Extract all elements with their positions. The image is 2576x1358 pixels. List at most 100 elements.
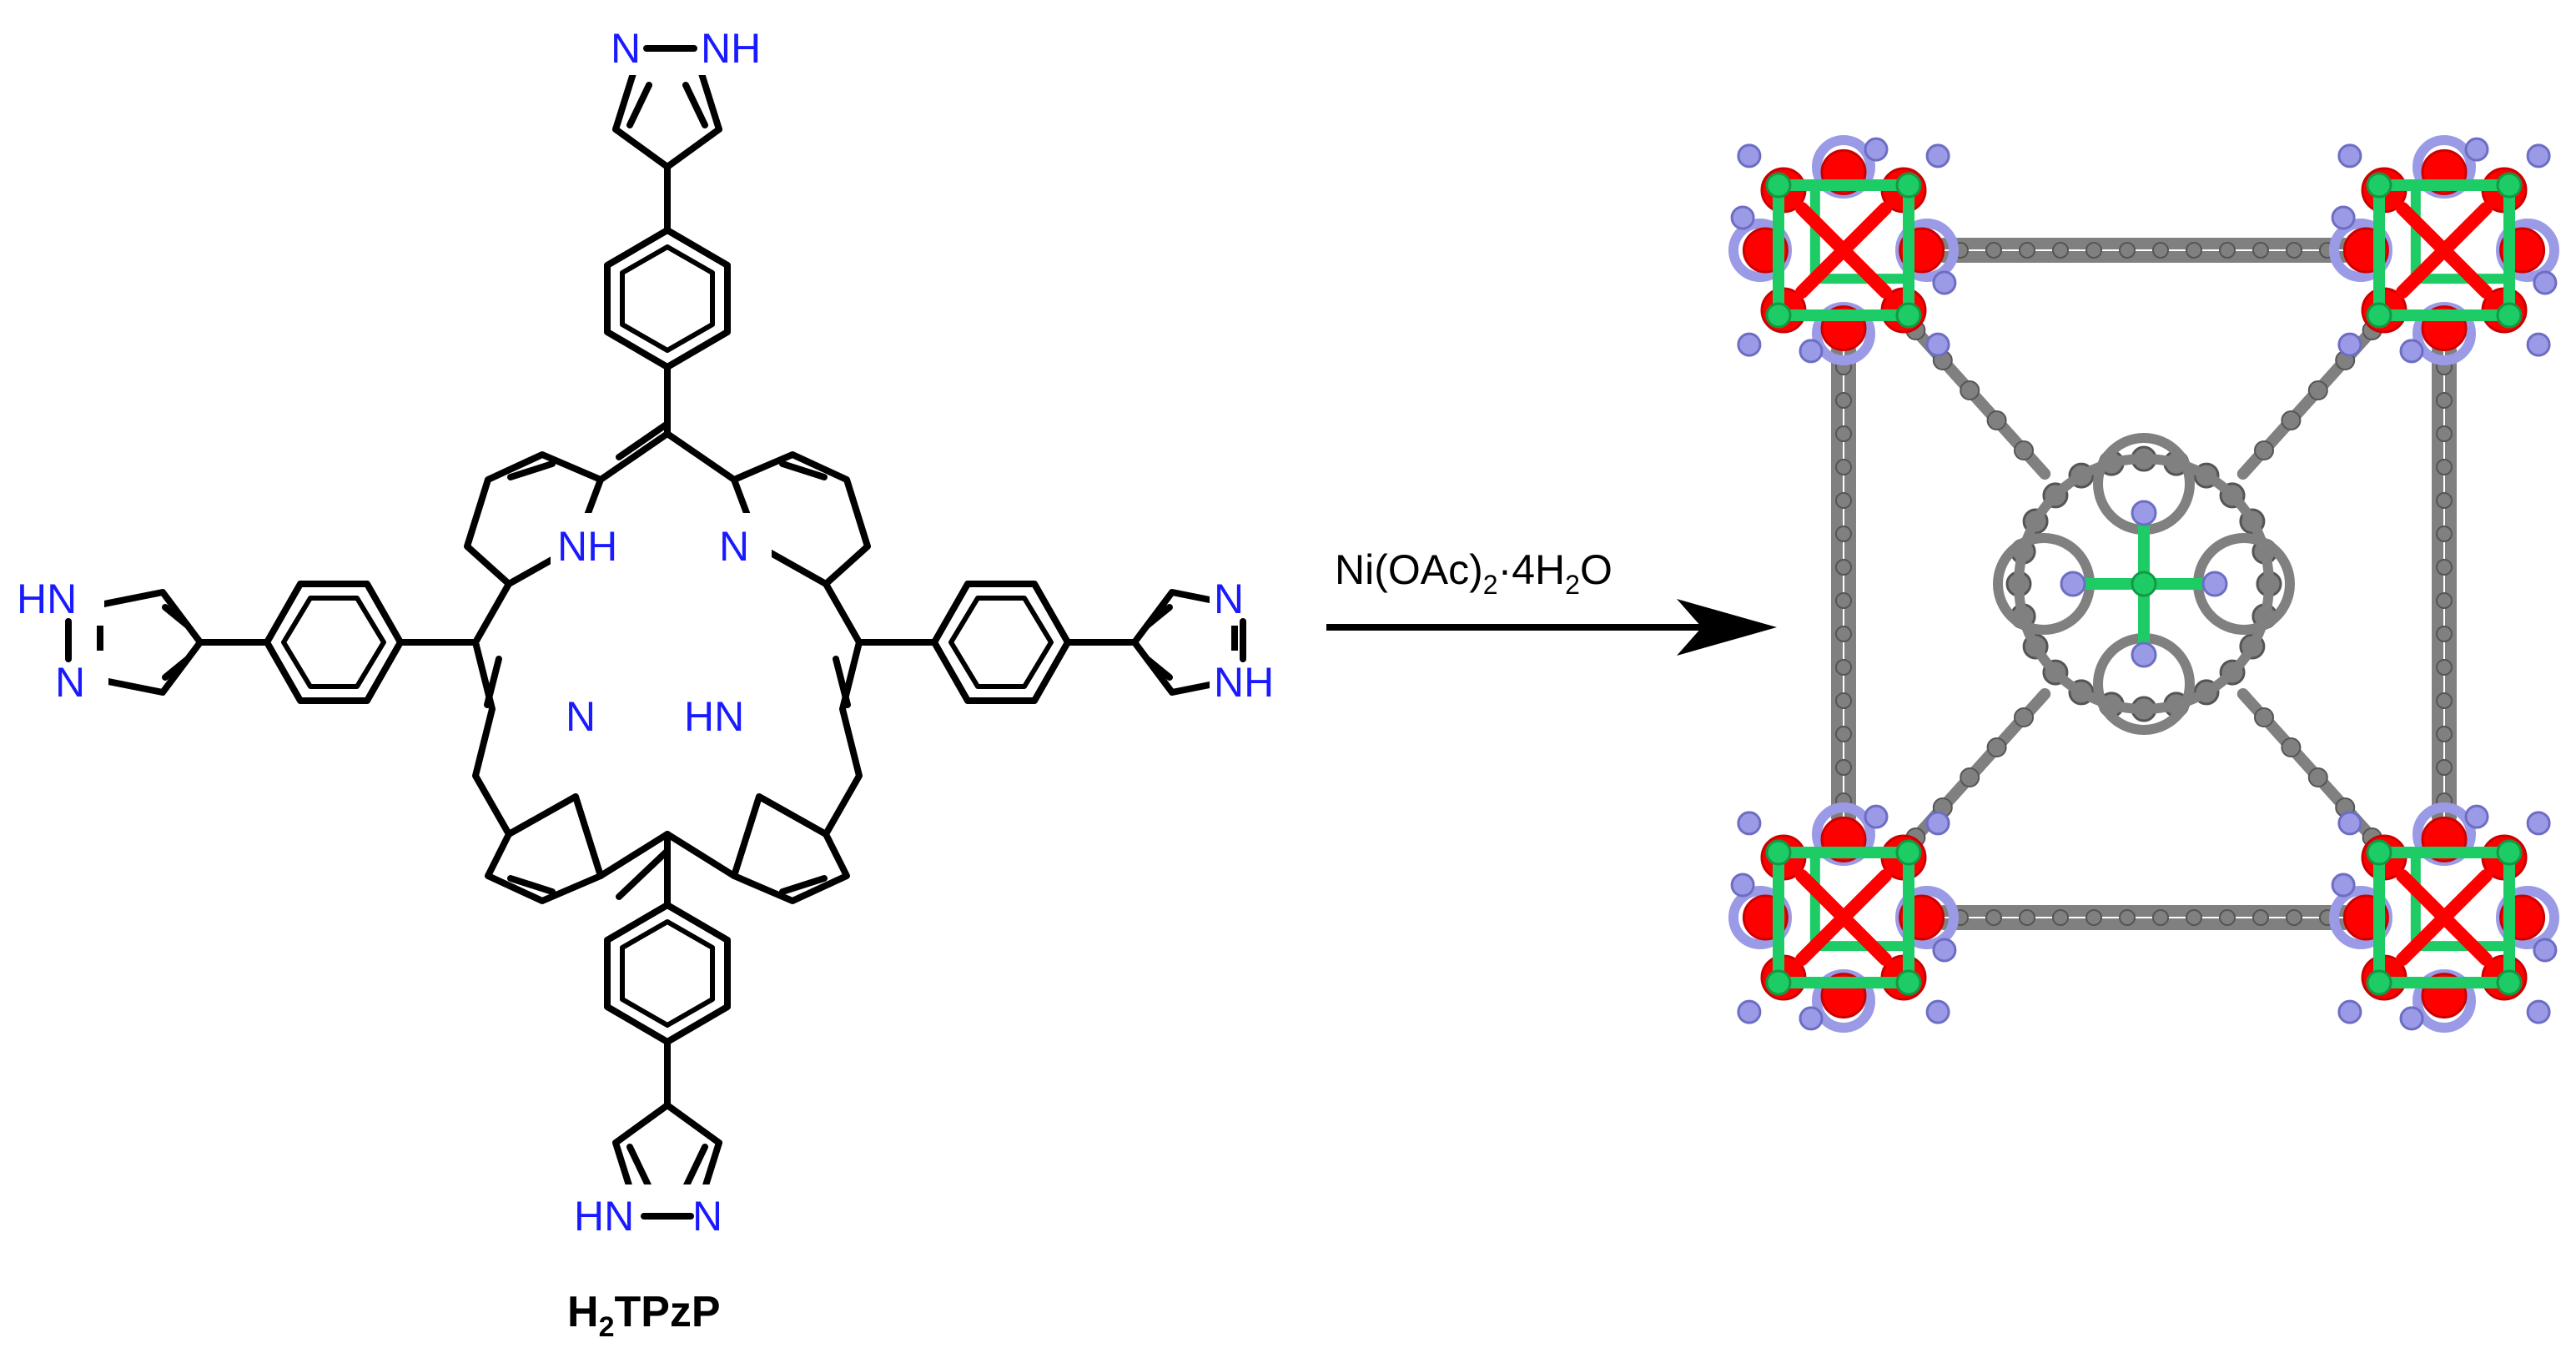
reagent-label: Ni(OAc)2·4H2O: [1335, 546, 1613, 600]
nitrogen-atom: [2399, 339, 2424, 364]
arm-atom: [2307, 380, 2328, 400]
arm-atom: [1986, 737, 2007, 757]
linker-atom: [1835, 392, 1852, 409]
core-n-label-1: N: [719, 523, 749, 570]
ni-oxo-cluster: [2329, 135, 2559, 365]
nitrogen-atom: [1925, 999, 1950, 1024]
nitrogen-atom: [1932, 270, 1957, 295]
arm-atom: [1960, 767, 1980, 787]
crystal-structure: [1728, 135, 2559, 1033]
ni-atom: [1765, 839, 1792, 866]
ni-atom: [2496, 839, 2523, 866]
linker-atom: [2019, 242, 2035, 259]
arm-atom: [2254, 707, 2274, 727]
pz-top-nh: NH: [701, 25, 761, 72]
ni-atom: [2496, 969, 2523, 996]
ni-atom: [2366, 172, 2392, 199]
nitrogen-atom: [2337, 811, 2362, 836]
cluster-x: [1795, 202, 1892, 299]
nitrogen-atom: [2533, 270, 2558, 295]
arm-atom: [2014, 707, 2034, 727]
ni-atom: [1765, 302, 1792, 329]
ni-atom: [2366, 839, 2392, 866]
nitrogen-atom: [2337, 999, 2362, 1024]
linker-atom: [2436, 626, 2453, 642]
nitrogen-atom: [1925, 332, 1950, 357]
linker-atom: [2119, 909, 2136, 926]
nitrogen-atom: [1864, 137, 1889, 162]
ligand-name-h: H: [567, 1288, 599, 1336]
linker-atom: [2436, 492, 2453, 509]
nitrogen-atom: [2526, 999, 2551, 1024]
linker-atom: [2186, 909, 2202, 926]
porphyrin-ring: [2014, 454, 2274, 714]
linkers: [1831, 238, 2457, 930]
linker-atom: [1835, 626, 1852, 642]
ni-atom: [1765, 172, 1792, 199]
left-arm: HN N: [13, 567, 479, 709]
porphyrin-core: NH N N HN: [464, 420, 871, 904]
pz-left-n: N: [55, 659, 85, 706]
ligand-name: H2TPzP: [567, 1288, 721, 1343]
linker-atom: [2436, 459, 2453, 475]
nitrogen-atom: [2464, 137, 2489, 162]
reagent-ni-oac: Ni(OAc): [1335, 546, 1483, 593]
nitrogen-atom: [2533, 938, 2558, 963]
nitrogen-atom: [1799, 1006, 1824, 1031]
ligand-name-sub: 2: [599, 1311, 615, 1343]
linker-atom: [2286, 909, 2302, 926]
linker-atom: [1835, 592, 1852, 609]
nitrogen-atom: [2337, 143, 2362, 168]
arm-atom: [2281, 410, 2302, 430]
nitrogen-atom: [1864, 804, 1889, 829]
central-ni-porphyrin: [1993, 433, 2295, 735]
top-arm: N NH: [604, 17, 763, 437]
pz-bottom-n: N: [692, 1193, 722, 1240]
nitrogen-atom: [1737, 143, 1762, 168]
linker-atom: [1835, 659, 1852, 676]
cluster-x: [1795, 869, 1892, 966]
ni-atom: [1895, 302, 1922, 329]
arm-atom: [2014, 440, 2034, 460]
linker-atom: [2436, 726, 2453, 742]
linker-atom: [1835, 692, 1852, 709]
nitrogen-atom: [2526, 332, 2551, 357]
arm-atom: [2307, 767, 2328, 787]
porphyrin-nitrogen: [2131, 641, 2157, 668]
arrow-head: [1677, 599, 1777, 656]
nitrogen-atom: [2331, 873, 2356, 898]
ligand-structure: NH N N HN N NH: [13, 17, 1310, 1343]
linker-atom: [2436, 692, 2453, 709]
nitrogen-atom: [2399, 1006, 2424, 1031]
right-arm: N NH: [856, 567, 1310, 709]
ni-atom: [2366, 969, 2392, 996]
linker-atom: [2436, 659, 2453, 676]
linker-atom: [2436, 526, 2453, 542]
reagent-sub-2b: 2: [1565, 570, 1580, 600]
linker-atom: [1835, 559, 1852, 576]
nitrogen-atom: [1730, 873, 1755, 898]
linker-atom: [2436, 759, 2453, 776]
arm-atom: [2281, 737, 2302, 757]
ni-atom: [2496, 302, 2523, 329]
nitrogen-atom: [1730, 205, 1755, 230]
linker-atom: [1985, 909, 2002, 926]
nitrogen-atom: [1925, 811, 1950, 836]
ligand-name-rest: TPzP: [614, 1288, 720, 1336]
linker-atom: [2085, 242, 2102, 259]
pz-top-n: N: [611, 25, 641, 72]
cluster-x: [2396, 869, 2493, 966]
arm-atom: [1986, 410, 2007, 430]
arm-atom: [1960, 380, 1980, 400]
linker-atom: [1835, 459, 1852, 475]
linker-atom: [2219, 909, 2236, 926]
linker-atom: [2119, 242, 2136, 259]
nitrogen-atom: [1932, 938, 1957, 963]
arm-atom: [2254, 440, 2274, 460]
nitrogen-atom: [1737, 999, 1762, 1024]
nitrogen-atom: [2337, 332, 2362, 357]
reagent-sub-2a: 2: [1483, 570, 1498, 600]
pz-right-nh: NH: [1214, 659, 1274, 706]
core-hn-label: HN: [684, 693, 744, 740]
